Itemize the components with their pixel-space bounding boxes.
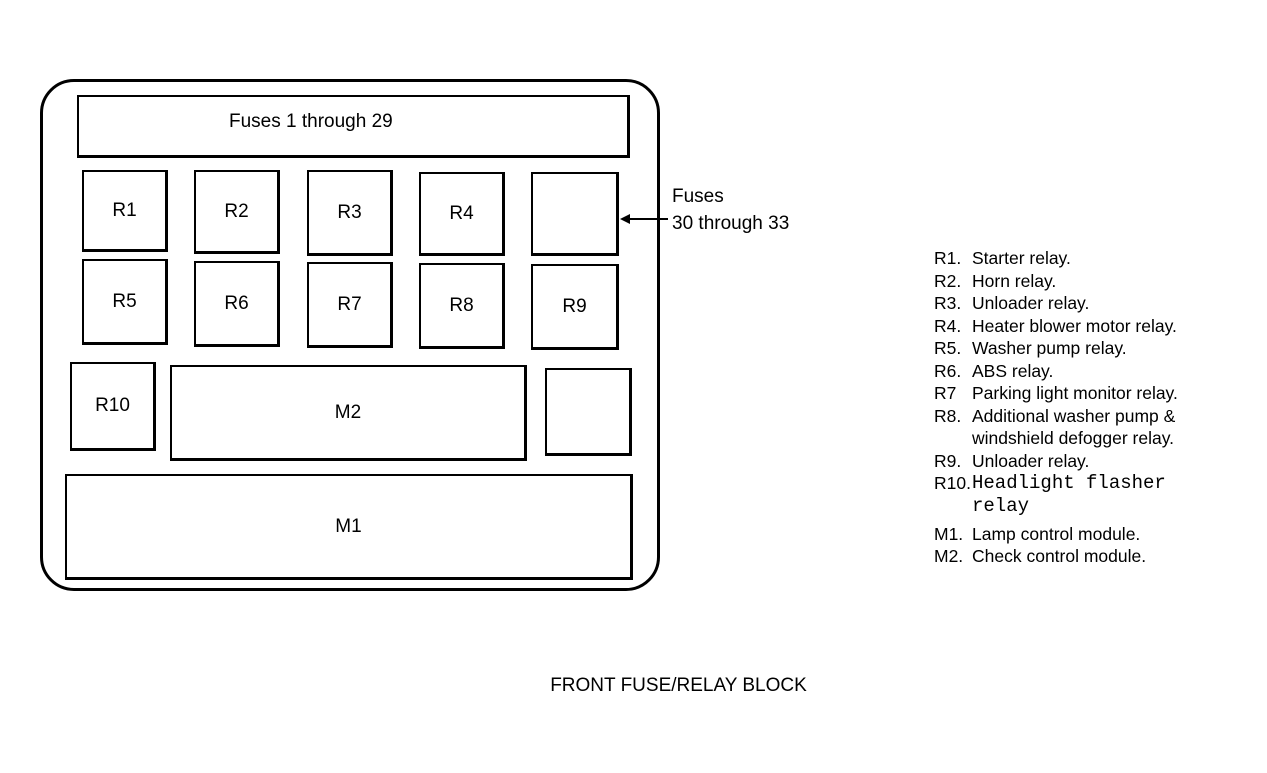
spare-box — [545, 368, 632, 456]
relay-r2: R2 — [194, 170, 280, 254]
relay-r10-label: R10 — [95, 395, 130, 416]
relay-r6-label: R6 — [224, 292, 249, 314]
legend-item: relay — [972, 494, 1030, 517]
legend-item: R10.Headlight flasher — [934, 472, 1166, 494]
legend-item: R9.Unloader relay. — [934, 450, 1090, 471]
fuse-note-line1: Fuses — [672, 186, 724, 207]
legend-item: R5.Washer pump relay. — [934, 338, 1127, 358]
relay-r1: R1 — [82, 170, 168, 252]
relay-r8-label: R8 — [449, 294, 474, 316]
module-m1: M1 — [65, 474, 633, 580]
relay-r10: R10 — [70, 362, 156, 451]
relay-r9-label: R9 — [562, 295, 587, 317]
pointer-arrow — [620, 214, 668, 224]
relay-r9: R9 — [531, 264, 619, 350]
relay-r3-label: R3 — [337, 201, 362, 223]
fuse-note-line2: 30 through 33 — [672, 213, 790, 234]
diagram-caption: FRONT FUSE/RELAY BLOCK — [550, 675, 807, 696]
fuses-1-29-label: Fuses 1 through 29 — [229, 111, 393, 132]
legend-item: R1.Starter relay. — [934, 248, 1071, 268]
legend-item: R3.Unloader relay. — [934, 293, 1090, 313]
module-m2: M2 — [170, 365, 527, 461]
module-m1-label: M1 — [335, 515, 362, 537]
legend-item: M2.Check control module. — [934, 546, 1147, 566]
legend-item: R2.Horn relay. — [934, 270, 1057, 291]
fuses-1-29-strip: Fuses 1 through 29 — [77, 95, 630, 158]
relay-r4: R4 — [419, 172, 505, 256]
legend-item: R4.Heater blower motor relay. — [934, 315, 1177, 336]
relay-r7-label: R7 — [337, 293, 362, 315]
legend: R1.Starter relay. R2.Horn relay. R3.Unlo… — [934, 247, 1178, 568]
relay-r6: R6 — [194, 261, 280, 347]
relay-r3: R3 — [307, 170, 393, 256]
legend-item: R8.Additional washer pump & — [934, 405, 1176, 426]
relay-r8: R8 — [419, 263, 505, 349]
fuses-30-33-box — [531, 172, 619, 256]
fuse-relay-block-outline — [40, 79, 660, 591]
relay-r7: R7 — [307, 262, 393, 348]
relay-r4-label: R4 — [449, 202, 474, 224]
relay-r1-label: R1 — [112, 199, 137, 221]
relay-r5-label: R5 — [112, 290, 137, 312]
relay-r5: R5 — [82, 259, 168, 345]
module-m2-label: M2 — [334, 401, 362, 423]
legend-item: R6.ABS relay. — [934, 360, 1054, 381]
fuses-30-33-note: Fuses 30 through 33 — [672, 183, 789, 237]
legend-item: M1.Lamp control module. — [934, 523, 1141, 544]
legend-item: windshield defogger relay. — [972, 428, 1175, 448]
relay-r2-label: R2 — [224, 200, 249, 222]
